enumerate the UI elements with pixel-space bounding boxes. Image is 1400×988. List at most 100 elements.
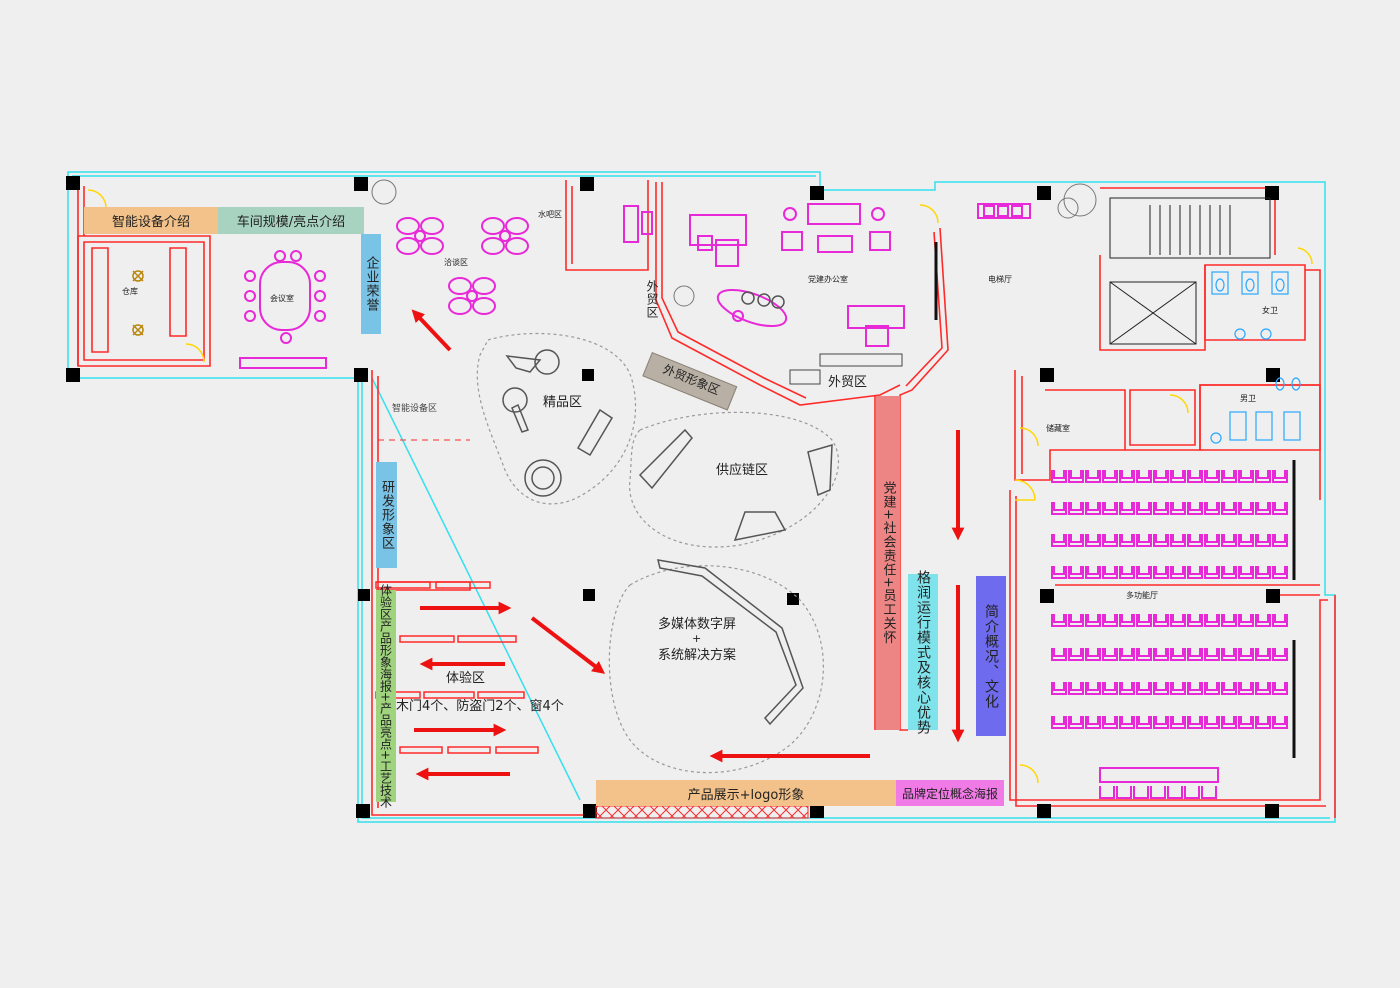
hall-seat xyxy=(1204,566,1220,579)
hall-seat xyxy=(1170,682,1186,695)
hall-seat xyxy=(1221,534,1237,547)
hall-seat xyxy=(1085,716,1101,729)
operation-mode-block: 格润运行模式及核心优势 xyxy=(908,570,938,735)
hall-seat xyxy=(1221,716,1237,729)
hall-seat xyxy=(1255,534,1271,547)
hall-seat xyxy=(1238,534,1254,547)
plants xyxy=(371,179,1097,307)
stage-seat xyxy=(1133,786,1149,799)
multimedia-label-plus: + xyxy=(692,632,702,645)
hall-seat xyxy=(1221,502,1237,515)
hall-seat xyxy=(1153,566,1169,579)
hall-seat xyxy=(1136,566,1152,579)
hall-seat xyxy=(1272,566,1288,579)
hall-seat xyxy=(1153,682,1169,695)
experience-detail-label: 木门4个、防盗门2个、窗4个 xyxy=(396,699,564,714)
multimedia-screen xyxy=(656,559,804,726)
experience-label: 体验区 xyxy=(446,671,486,686)
hall-seat xyxy=(1085,566,1101,579)
hall-seat xyxy=(1204,470,1220,483)
party-building-block: 党建+社会责任+员工关怀 xyxy=(876,396,900,730)
hall-seat xyxy=(1085,682,1101,695)
hall-seat xyxy=(1085,648,1101,661)
party-office-furniture xyxy=(689,203,905,347)
rnd-image-block: 研发形象区 xyxy=(376,462,397,568)
hall-seat xyxy=(1102,614,1118,627)
hall-seat xyxy=(1051,648,1067,661)
hall-seat xyxy=(1068,534,1084,547)
hall-seat xyxy=(1102,682,1118,695)
hall-seat xyxy=(1272,614,1288,627)
hall-seat xyxy=(1170,534,1186,547)
hall-seat xyxy=(1204,716,1220,729)
hall-seat xyxy=(1085,502,1101,515)
stage-seat xyxy=(1184,786,1200,799)
meeting-table xyxy=(239,250,327,369)
hall-seat xyxy=(1051,682,1067,695)
hall-seat xyxy=(1136,614,1152,627)
stage-seat xyxy=(1099,786,1115,799)
hall-seat xyxy=(1221,614,1237,627)
male-wc-label: 男卫 xyxy=(1240,394,1256,403)
hall-seat xyxy=(1170,614,1186,627)
hall-seat xyxy=(1119,648,1135,661)
smart-equipment-intro-block: 智能设备介绍 xyxy=(84,207,218,234)
hall-seat xyxy=(1221,566,1237,579)
hall-seat xyxy=(1119,470,1135,483)
hall-seat xyxy=(1204,648,1220,661)
female-wc-label: 女卫 xyxy=(1262,306,1278,315)
stage-seat xyxy=(1116,786,1132,799)
hall-seat xyxy=(1068,566,1084,579)
hall-seat xyxy=(1238,502,1254,515)
hall-seat xyxy=(1238,470,1254,483)
elevator-hall-label: 电梯厅 xyxy=(988,275,1012,284)
hall-seat xyxy=(1153,534,1169,547)
stage-seat xyxy=(1150,786,1166,799)
hall-seat xyxy=(1272,470,1288,483)
experience-poster-block: 体验区产品形象海报+产品亮点+工艺技术 xyxy=(376,584,396,808)
hall-seat xyxy=(1102,502,1118,515)
hall-seat xyxy=(1187,534,1203,547)
hall-seat xyxy=(1255,470,1271,483)
hall-seat xyxy=(1136,502,1152,515)
brand-poster-block: 品牌定位概念海报 xyxy=(896,780,1004,806)
experience-panels xyxy=(375,581,539,754)
hall-seat xyxy=(1170,502,1186,515)
hall-seat xyxy=(1085,614,1101,627)
hall-seat xyxy=(1119,682,1135,695)
hall-seat xyxy=(1153,716,1169,729)
hall-seat xyxy=(1068,470,1084,483)
hall-seat xyxy=(1068,648,1084,661)
meeting-room-label: 会议室 xyxy=(270,294,294,303)
hall-seat xyxy=(1102,470,1118,483)
negotiation-label: 洽谈区 xyxy=(444,258,468,267)
hall-seat xyxy=(1102,566,1118,579)
stair-elevator xyxy=(1109,197,1271,345)
hall-seat xyxy=(1272,534,1288,547)
hall-seat xyxy=(1119,566,1135,579)
columns xyxy=(66,176,1280,818)
smart-equipment-area-label: 智能设备区 xyxy=(392,404,438,414)
hall-seat xyxy=(1238,648,1254,661)
multimedia-label-2: 系统解决方案 xyxy=(658,648,737,663)
hall-seat xyxy=(1187,648,1203,661)
hall-seat xyxy=(1255,648,1271,661)
hall-stage xyxy=(1099,767,1219,783)
hall-screens xyxy=(934,242,1296,758)
walls-red xyxy=(77,180,1336,818)
hall-seat xyxy=(1136,682,1152,695)
stage-seat xyxy=(1167,786,1183,799)
hall-seat xyxy=(1153,470,1169,483)
hall-seats xyxy=(1051,470,1288,799)
boutique-displays xyxy=(502,349,614,497)
hall-seat xyxy=(1255,716,1271,729)
supply-chain-label: 供应链区 xyxy=(716,463,769,478)
hall-seat xyxy=(1085,470,1101,483)
party-office-label: 党建办公室 xyxy=(808,275,848,284)
hall-seat xyxy=(1051,534,1067,547)
hall-seat xyxy=(1153,648,1169,661)
boutique-label: 精品区 xyxy=(543,395,583,410)
hall-seat xyxy=(1068,614,1084,627)
elevator-seats xyxy=(977,203,1031,219)
trade-stalls xyxy=(789,353,903,385)
